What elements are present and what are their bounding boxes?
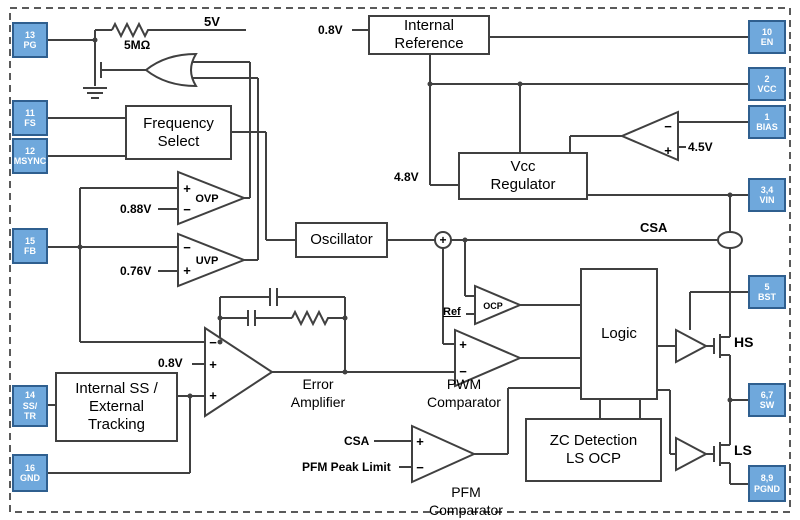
uvp-minus: −	[183, 240, 191, 255]
ocp-comparator	[474, 284, 523, 326]
caption-pfm-comparator: PFM Comparator	[429, 484, 503, 518]
uvp-label: UVP	[196, 255, 219, 267]
uvp-plus: +	[183, 263, 191, 278]
ls-gate-driver	[675, 436, 709, 472]
ground-symbol	[83, 87, 107, 99]
block-frequency-select: Frequency Select	[125, 105, 232, 160]
pwm-minus: −	[459, 364, 467, 379]
ea-plus-ref: +	[209, 357, 217, 372]
pin-bias: 1 BIAS	[748, 105, 786, 139]
wires	[46, 21, 748, 485]
block-ss-tracking: Internal SS / External Tracking	[55, 372, 178, 442]
csa-sense-ellipse	[717, 231, 743, 249]
device-boundary	[9, 7, 791, 513]
ovp-minus: −	[183, 202, 191, 217]
ocp-label: OCP	[483, 301, 503, 311]
ovp-comparator	[177, 170, 247, 226]
ea-minus: −	[209, 335, 217, 350]
label-0v88: 0.88V	[120, 202, 152, 216]
label-pfm-peak-limit: PFM Peak Limit	[302, 460, 391, 474]
summing-junction	[434, 231, 452, 249]
bias-plus: +	[664, 143, 672, 158]
caption-error-amplifier: Error Amplifier	[290, 376, 346, 410]
block-vcc-regulator: Vcc Regulator	[458, 152, 588, 200]
compensation-resistor	[291, 309, 330, 327]
pin-pgnd: 8,9 PGND	[748, 465, 786, 502]
summing-plus: +	[439, 233, 446, 247]
label-ls: LS	[734, 442, 752, 458]
label-4v8: 4.8V	[394, 170, 419, 184]
pin-fb: 15 FB	[12, 228, 48, 264]
pin-gnd: 16 GND	[12, 454, 48, 492]
junction-dots	[77, 37, 733, 403]
or-gate	[144, 52, 198, 88]
label-ref: Ref	[443, 306, 461, 318]
pin-bst: 5 BST	[748, 275, 786, 309]
block-oscillator: Oscillator	[295, 222, 388, 258]
caption-pwm-comparator: PWM Comparator	[427, 376, 501, 410]
label-0v76: 0.76V	[120, 264, 152, 278]
pin-msync: 12 MSYNC	[12, 138, 48, 174]
ea-plus-ss: +	[209, 388, 217, 403]
block-zc-detection: ZC Detection LS OCP	[525, 418, 662, 482]
pwm-comparator-triangle	[454, 328, 523, 388]
label-0v8-error-amp: 0.8V	[158, 356, 183, 370]
ovp-plus: +	[183, 181, 191, 196]
ovp-label: OVP	[195, 193, 218, 205]
pin-en: 10 EN	[748, 20, 786, 54]
pin-ss-tr: 14 SS/ TR	[12, 385, 48, 427]
error-amplifier-triangle	[204, 326, 274, 418]
block-internal-reference: Internal Reference	[368, 15, 490, 55]
label-5v: 5V	[204, 14, 220, 29]
pfm-comparator-triangle	[411, 424, 477, 484]
bias-minus: −	[664, 119, 672, 134]
label-0v8-reference: 0.8V	[318, 23, 343, 37]
pin-vcc: 2 VCC	[748, 67, 786, 101]
block-logic: Logic	[580, 268, 658, 400]
pfm-minus: −	[416, 460, 424, 475]
pullup-resistor	[111, 21, 150, 39]
label-csa-pfm: CSA	[344, 434, 370, 448]
bias-comparator	[619, 110, 679, 162]
label-5mohm: 5MΩ	[124, 38, 151, 52]
hs-gate-driver	[675, 328, 709, 364]
uvp-comparator	[177, 232, 247, 288]
pin-sw: 6,7 SW	[748, 383, 786, 417]
pin-fs: 11 FS	[12, 100, 48, 136]
label-hs: HS	[734, 334, 754, 350]
label-4v5: 4.5V	[688, 140, 713, 154]
pin-vin: 3,4 VIN	[748, 178, 786, 212]
pfm-plus: +	[416, 434, 424, 449]
polarity-signs: + − − + − + + + − + − − +	[183, 119, 672, 475]
pwm-plus: +	[459, 337, 467, 352]
label-csa: CSA	[640, 220, 668, 235]
pin-pg: 13 PG	[12, 22, 48, 58]
